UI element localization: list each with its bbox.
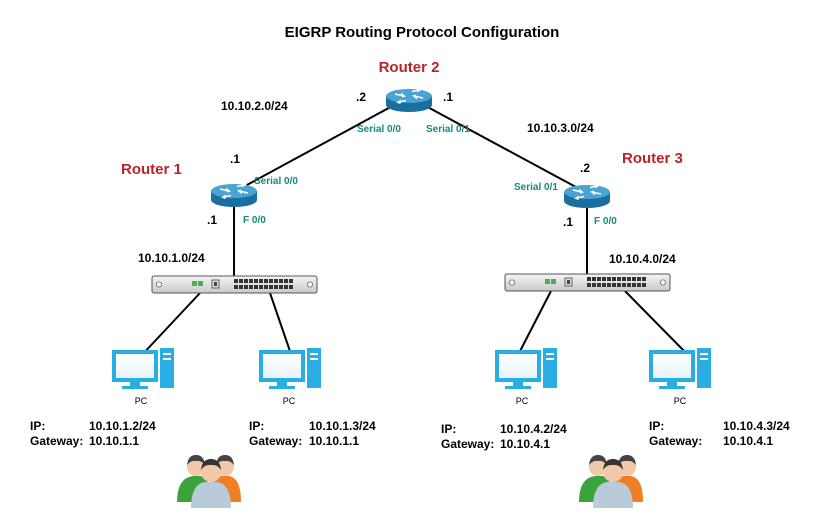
ip-value: 10.10.4.2/24	[500, 422, 567, 436]
gateway-value: 10.10.4.1	[723, 434, 773, 448]
pc-label: PC	[283, 396, 296, 406]
host-id-label: .1	[443, 90, 453, 104]
router-icon[interactable]	[385, 87, 433, 113]
interface-label: Serial 0/0	[254, 176, 298, 187]
pc-label: PC	[674, 396, 687, 406]
interface-label: Serial 0/1	[426, 124, 470, 135]
interface-label: F 0/0	[243, 215, 266, 226]
links	[139, 96, 691, 358]
ip-label: IP:	[441, 422, 456, 436]
ip-label: IP:	[30, 419, 45, 433]
users-icon	[177, 455, 241, 508]
ip-label: IP:	[249, 419, 264, 433]
network-label: 10.10.2.0/24	[221, 99, 288, 113]
switch-icon[interactable]	[504, 273, 671, 292]
ip-value: 10.10.4.3/24	[723, 419, 790, 433]
users-icon	[579, 455, 643, 508]
interface-label: Serial 0/0	[357, 124, 401, 135]
interface-label: F 0/0	[594, 216, 617, 227]
gateway-label: Gateway:	[30, 434, 83, 448]
router-2-label: Router 2	[379, 59, 440, 76]
pc-label: PC	[516, 396, 529, 406]
host-id-label: .1	[230, 152, 240, 166]
link-switch2-pc4	[624, 290, 691, 358]
switch-icon[interactable]	[151, 275, 318, 294]
interface-label: Serial 0/1	[514, 182, 558, 193]
gateway-value: 10.10.1.1	[309, 434, 359, 448]
link-switch1-pc1	[139, 292, 201, 358]
router-1-label: Router 1	[121, 161, 182, 178]
link-switch2-pc3	[516, 290, 552, 358]
gateway-label: Gateway:	[649, 434, 702, 448]
network-label: 10.10.3.0/24	[527, 121, 594, 135]
link-r1-r2	[233, 96, 410, 193]
link-r2-r3	[408, 96, 588, 194]
pc-icon[interactable]	[259, 348, 321, 389]
router-icon[interactable]	[563, 183, 611, 209]
host-id-label: .1	[207, 213, 217, 227]
router-3-label: Router 3	[622, 150, 683, 167]
pc-2-address: IP: 10.10.1.3/24 Gateway: 10.10.1.1	[249, 419, 376, 448]
ip-value: 10.10.1.2/24	[89, 419, 156, 433]
pc-label: PC	[135, 396, 148, 406]
link-switch1-pc2	[269, 292, 293, 358]
gateway-value: 10.10.1.1	[89, 434, 139, 448]
host-id-label: .2	[580, 161, 590, 175]
ip-value: 10.10.1.3/24	[309, 419, 376, 433]
router-icon[interactable]	[210, 182, 258, 208]
pc-4-address: IP: 10.10.4.3/24 Gateway: 10.10.4.1	[649, 419, 790, 448]
host-id-label: .1	[563, 215, 573, 229]
gateway-label: Gateway:	[249, 434, 302, 448]
diagram-title: EIGRP Routing Protocol Configuration	[285, 24, 560, 41]
pc-icon[interactable]	[649, 348, 711, 389]
pc-icon[interactable]	[112, 348, 174, 389]
pc-3-address: IP: 10.10.4.2/24 Gateway: 10.10.4.1	[441, 422, 567, 451]
gateway-value: 10.10.4.1	[500, 437, 550, 451]
network-label: 10.10.4.0/24	[609, 252, 676, 266]
ip-label: IP:	[649, 419, 664, 433]
pc-icon[interactable]	[495, 348, 557, 389]
network-label: 10.10.1.0/24	[138, 251, 205, 265]
pc-1-address: IP: 10.10.1.2/24 Gateway: 10.10.1.1	[30, 419, 156, 448]
gateway-label: Gateway:	[441, 437, 494, 451]
host-id-label: .2	[356, 90, 366, 104]
